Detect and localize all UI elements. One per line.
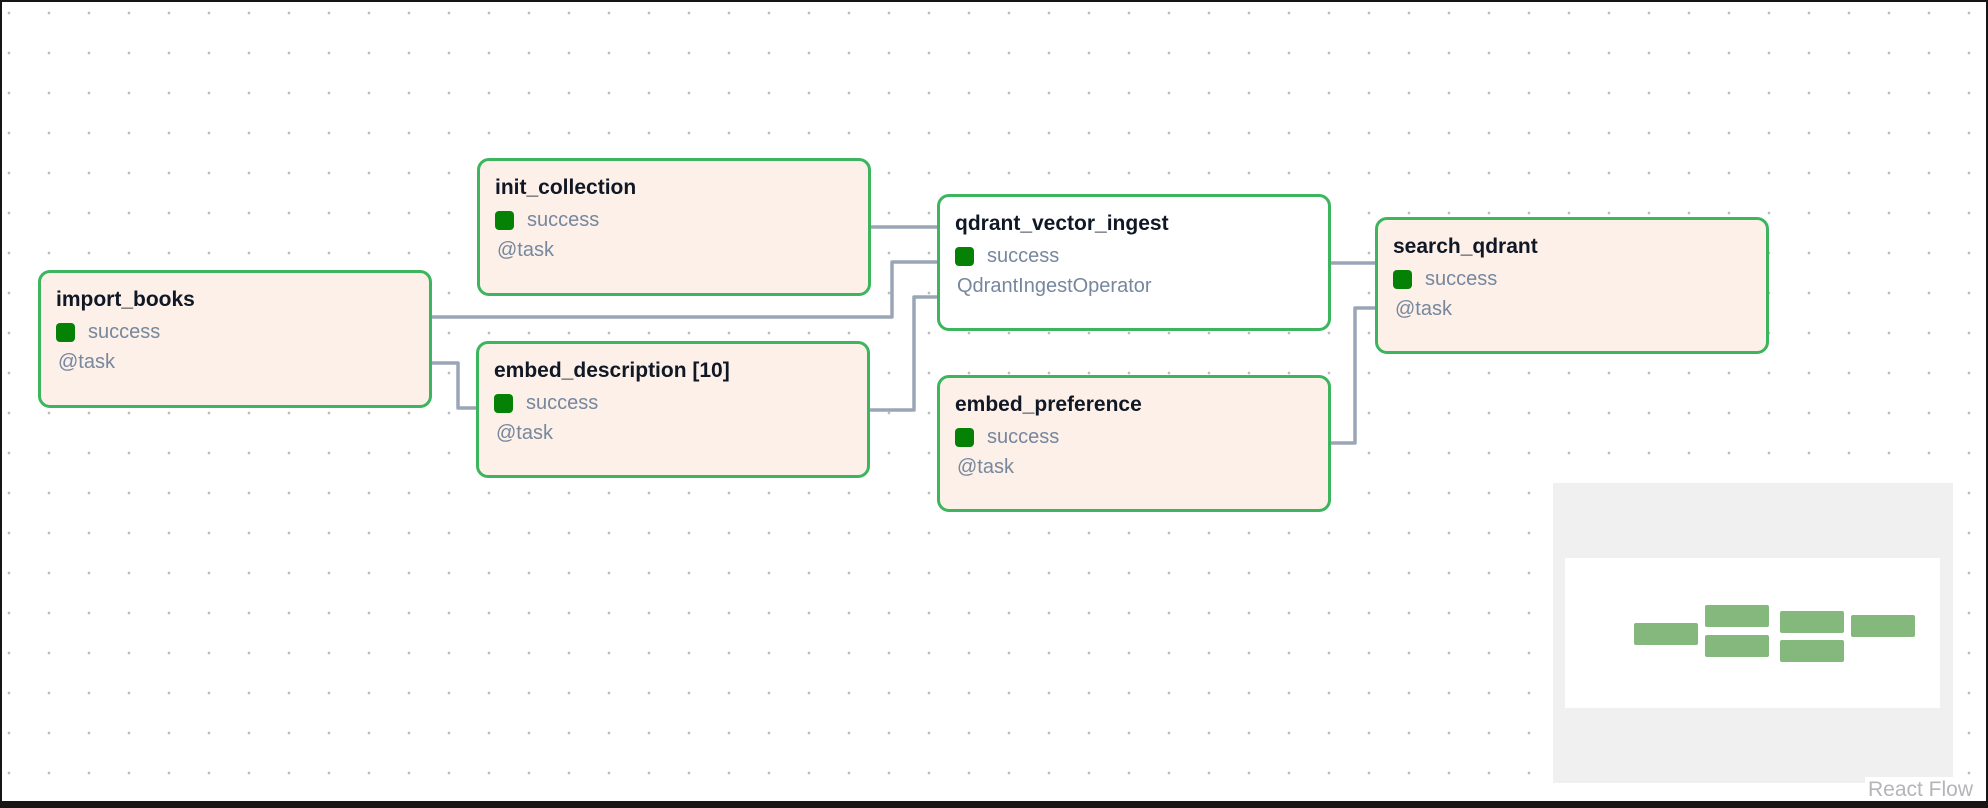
task-name: embed_preference <box>955 393 1142 416</box>
success-status-icon <box>494 393 513 413</box>
task-status-label: success <box>88 320 161 343</box>
task-name: qdrant_vector_ingest <box>955 212 1169 235</box>
edge-embed_description-to-qdrant_vector_ingest <box>870 295 937 412</box>
success-status-icon <box>56 322 75 342</box>
window-bottom-bar <box>0 801 1988 808</box>
task-node-embed_preference[interactable]: embed_preference success @task <box>937 375 1331 512</box>
task-status-row: success <box>955 244 1313 268</box>
edge-import_books-to-qdrant_vector_ingest <box>432 260 937 319</box>
task-status-row: success <box>56 320 414 344</box>
task-operator-label: @task <box>497 239 554 261</box>
task-operator-label: QdrantIngestOperator <box>957 275 1152 297</box>
task-name: search_qdrant <box>1393 235 1538 258</box>
task-status-label: success <box>526 391 599 414</box>
task-operator-label: @task <box>957 456 1014 478</box>
task-node-qdrant_vector_ingest[interactable]: qdrant_vector_ingest success QdrantInges… <box>937 194 1331 331</box>
minimap-node-import_books <box>1634 623 1698 645</box>
task-name: embed_description [10] <box>494 359 730 382</box>
reactflow-attribution-link[interactable]: React Flow <box>1864 777 1976 802</box>
task-name: import_books <box>56 288 195 311</box>
task-status-label: success <box>987 425 1060 448</box>
task-status-row: success <box>495 208 853 232</box>
minimap-node-init_collection <box>1705 605 1769 627</box>
edge-embed_preference-to-search_qdrant <box>1331 306 1375 445</box>
minimap-node-embed_preference <box>1780 640 1844 662</box>
success-status-icon <box>955 427 974 447</box>
minimap-node-search_qdrant <box>1851 615 1915 637</box>
task-status-row: success <box>494 391 852 415</box>
task-node-init_collection[interactable]: init_collection success @task <box>477 158 871 296</box>
edge-import_books-to-embed_description <box>432 361 476 410</box>
task-node-search_qdrant[interactable]: search_qdrant success @task <box>1375 217 1769 354</box>
success-status-icon <box>495 210 514 230</box>
minimap-node-qdrant_vector_ingest <box>1780 611 1844 633</box>
task-status-row: success <box>1393 267 1751 291</box>
task-name: init_collection <box>495 176 637 199</box>
task-operator-label: @task <box>1395 298 1452 320</box>
task-node-import_books[interactable]: import_books success @task <box>38 270 432 408</box>
task-operator-label: @task <box>496 422 553 444</box>
task-status-label: success <box>1425 267 1498 290</box>
task-status-label: success <box>527 208 600 231</box>
minimap[interactable] <box>1553 483 1953 783</box>
success-status-icon <box>1393 269 1412 289</box>
task-status-label: success <box>987 244 1060 267</box>
task-node-embed_description[interactable]: embed_description [10] success @task <box>476 341 870 478</box>
minimap-node-embed_description <box>1705 635 1769 657</box>
task-status-row: success <box>955 425 1313 449</box>
success-status-icon <box>955 246 974 266</box>
task-operator-label: @task <box>58 351 115 373</box>
